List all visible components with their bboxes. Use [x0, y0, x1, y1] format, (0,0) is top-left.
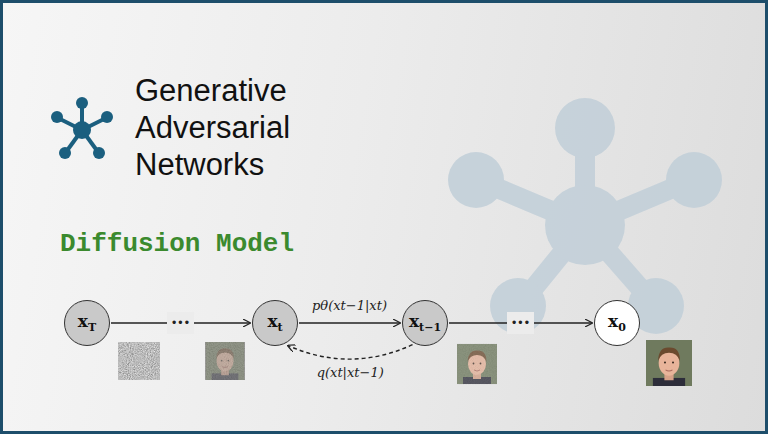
noisy-face-image — [205, 342, 245, 380]
denoised-face-image — [457, 343, 497, 385]
ellipsis-label: ··· — [507, 312, 534, 334]
noise-image — [118, 342, 160, 380]
state-symbol: x0 — [608, 313, 626, 333]
handwritten-heading: Diffusion Model — [60, 229, 294, 259]
network-watermark-icon — [448, 98, 722, 334]
transition-label: pθ(xt−1|xt) — [309, 298, 390, 314]
state-circle: xT — [64, 300, 110, 346]
forward-process-arrow — [288, 345, 413, 359]
state-circle: xt−1 — [402, 300, 448, 346]
state-circle: x0 — [594, 300, 640, 346]
network-icon — [51, 97, 113, 159]
state-circle: xt — [252, 300, 298, 346]
state-symbol: xT — [78, 313, 96, 333]
ellipsis-label: ··· — [167, 312, 194, 334]
state-symbol: xt−1 — [409, 313, 441, 333]
transition-arrow — [299, 322, 400, 323]
clean-face-image — [646, 340, 692, 386]
transition-label: q(xt|xt−1) — [314, 365, 387, 381]
state-symbol: xt — [267, 313, 282, 333]
slide-title: Generative Adversarial Networks — [135, 72, 335, 184]
